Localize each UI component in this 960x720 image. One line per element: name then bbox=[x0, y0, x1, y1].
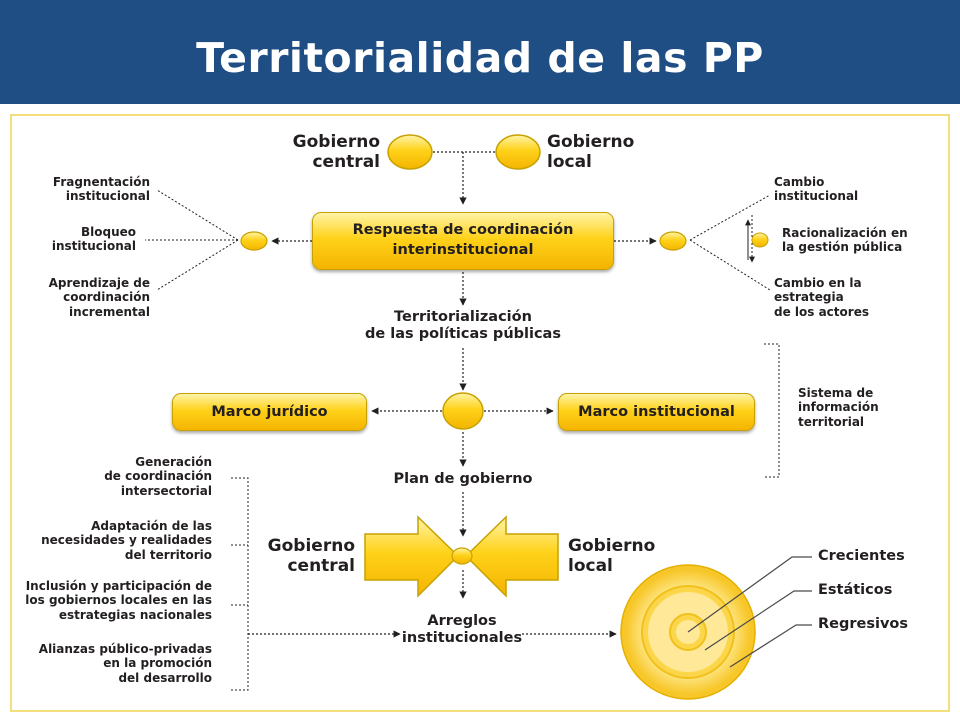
top-left-node bbox=[387, 134, 433, 170]
item-intersectoral: Generación de coordinación intersectoria… bbox=[104, 455, 212, 498]
bottom-local-gov-label: Gobierno local bbox=[568, 536, 656, 577]
top-local-gov-label: Gobierno local bbox=[547, 132, 635, 173]
factor-rationalization: Racionalización en la gestión pública bbox=[782, 226, 908, 255]
right-small-node bbox=[751, 232, 769, 248]
diagram-frame bbox=[10, 114, 950, 712]
factor-learning: Aprendizaje de coordinación incremental bbox=[48, 276, 150, 319]
ring-label-regressive: Regresivos bbox=[818, 616, 909, 632]
item-partnerships: Alianzas público-privadas en la promoció… bbox=[38, 642, 212, 685]
legal-frame-box: Marco jurídico bbox=[172, 393, 367, 431]
ring-label-static: Estáticos bbox=[818, 582, 893, 598]
right-node bbox=[659, 231, 687, 251]
info-system-label: Sistema de información territorial bbox=[798, 386, 879, 429]
top-central-gov-label: Gobierno central bbox=[292, 132, 380, 173]
item-inclusion: Inclusión y participación de los gobiern… bbox=[25, 579, 212, 622]
gov-plan-label: Plan de gobierno bbox=[393, 471, 533, 487]
left-node bbox=[240, 231, 268, 251]
top-right-node bbox=[495, 134, 541, 170]
factor-fragmentation: Fragnentación institucional bbox=[52, 175, 150, 204]
institutional-frame-box: Marco institucional bbox=[558, 393, 755, 431]
factor-blockade: Bloqueo institucional bbox=[51, 225, 136, 254]
factor-institutional-change: Cambio institucional bbox=[774, 175, 859, 204]
page-title: Territorialidad de las PP bbox=[196, 34, 764, 82]
territorialization-label: Territorialización de las políticas públ… bbox=[365, 309, 561, 343]
arrangements-label: Arreglos institucionales bbox=[401, 613, 523, 647]
title-bar: Territorialidad de las PP bbox=[0, 0, 960, 104]
bowtie-node bbox=[451, 547, 473, 565]
bottom-central-gov-label: Gobierno central bbox=[267, 536, 355, 577]
coordination-response-box: Respuesta de coordinación interinstituci… bbox=[312, 212, 614, 270]
item-adaptation: Adaptación de las necesidades y realidad… bbox=[41, 519, 212, 562]
middle-node bbox=[442, 392, 484, 430]
ring-label-growing: Crecientes bbox=[818, 548, 905, 564]
factor-strategy-change: Cambio en la estrategia de los actores bbox=[774, 276, 869, 319]
